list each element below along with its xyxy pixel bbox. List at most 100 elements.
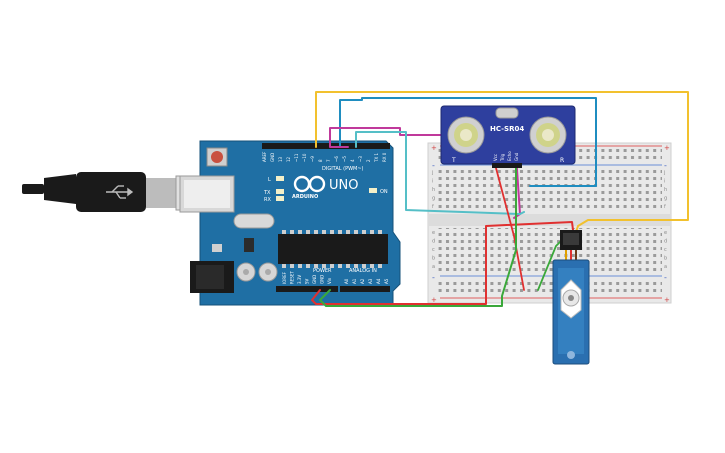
rail-minus-top-left: - [432,161,435,170]
receiver-transducer [529,116,567,154]
power-pin-label: Vin [327,277,332,284]
sensor-pin-label: Gnd [514,152,519,161]
rail-plus-top-left: + [431,144,437,152]
digital-pin-label: GND [270,153,275,162]
led-l-label: L [268,177,271,183]
digital-pin-label: 4 [350,159,355,162]
led-tx [276,189,284,194]
servo-horn[interactable] [560,279,582,319]
rail-plus-bottom-right: + [664,296,670,304]
breadboard-row-label-right: f [664,204,666,210]
wire-blue[interactable] [339,97,597,187]
power-header [276,286,338,292]
analog-header [340,286,390,292]
rail-minus-bottom-left: - [432,273,435,282]
wire-red-vcc[interactable] [495,167,525,291]
usb-cable [22,172,203,212]
servo-motor[interactable] [552,230,590,365]
transmitter-transducer [447,116,485,154]
breadboard-row-label-right: e [664,230,667,236]
bottom-terminal-strip[interactable] [438,228,662,272]
breadboard-row-label-left: i [432,179,433,185]
breadboard-row-label-left: g [432,196,435,202]
digital-section-label: DIGITAL (PWM~) [322,166,364,172]
led-rx [276,196,284,201]
analog-section-label: ANALOG IN [349,268,377,274]
board-maker: ARDUINO [292,194,318,200]
led-l [276,176,284,181]
analog-pin-label: A0 [344,278,349,284]
bottom-power-rail[interactable] [438,280,662,294]
breadboard-row-label-left: j [431,170,433,176]
digital-pin-label: ~11 [294,153,299,162]
digital-pin-label: ~3 [358,156,363,162]
sensor-pin-label: Vcc [493,154,498,161]
sensor-right-mark: R [560,157,564,164]
power-pin-label: 5V [305,278,310,284]
breadboard-row-label-left: b [432,256,435,262]
digital-pin-label: 12 [286,156,291,162]
reset-button[interactable] [206,147,228,167]
digital-pin-label: 13 [278,156,283,162]
arduino-infinity-logo [293,175,326,193]
led-on-label: ON [380,189,388,195]
breadboard-row-label-left: f [432,204,434,210]
digital-pin-label: ~6 [334,156,339,162]
digital-header [262,143,390,149]
breadboard-row-label-left: c [432,247,435,253]
analog-pin-label: A1 [352,278,357,284]
rail-plus-bottom-left: + [431,296,437,304]
digital-pin-label: TX 1 [374,153,379,163]
breadboard-row-label-right: i [664,179,665,185]
analog-pin-label: A4 [376,278,381,284]
sensor-model: HC-SR04 [490,125,524,133]
digital-pin-label: 8 [318,159,323,162]
analog-pin-label: A3 [368,278,373,284]
digital-pin-label: ~10 [302,153,307,162]
power-pin-label: GND [320,275,325,284]
top-terminal-strip[interactable] [438,168,662,212]
digital-pin-label: 7 [326,159,331,162]
sensor-pin-label: Echo [507,151,512,161]
wire-red-power[interactable] [311,221,575,305]
power-pin-label: RESET [290,271,295,284]
digital-pin-label: AREF [262,151,267,162]
led-rx-label: RX [264,197,271,203]
power-pin-label: IOREF [282,271,287,284]
rail-minus-bottom-right: - [664,273,667,282]
breadboard-row-label-right: c [664,247,667,253]
breadboard-row-label-right: b [664,256,667,262]
breadboard-row-label-left: d [432,239,435,245]
analog-pin-label: A2 [360,278,365,284]
digital-pin-label: ~9 [310,156,315,162]
led-on [369,188,377,193]
breadboard-row-label-left: h [432,187,435,193]
board-brand: UNO [329,178,358,193]
wire-teal[interactable] [355,131,525,215]
digital-pin-label: 2 [366,159,371,162]
atmega-chip [278,230,388,268]
wire-green-gnd[interactable] [319,167,517,307]
sensor-left-mark: T [451,157,456,164]
analog-pin-label: A5 [384,278,389,284]
breadboard-row-label-left: e [432,230,435,236]
sensor-pin-label: Trig [500,153,505,162]
wires [311,91,689,307]
led-tx-label: TX [263,190,271,196]
breadboard-row-label-right: a [664,264,667,270]
usb-icon [106,185,134,199]
breadboard-row-label-right: j [663,170,665,176]
power-section-label: POWER [313,268,332,274]
breadboard-row-label-right: h [664,187,667,193]
power-pin-label: 3.3V [297,275,302,284]
center-channel [428,214,671,226]
digital-pin-label: ~5 [342,156,347,162]
power-pin-label: GND [312,275,317,284]
wire-yellow[interactable] [315,91,689,239]
breadboard-row-label-right: d [664,239,667,245]
power-jack[interactable] [190,261,234,293]
digital-pin-label: RX 0 [382,152,387,162]
